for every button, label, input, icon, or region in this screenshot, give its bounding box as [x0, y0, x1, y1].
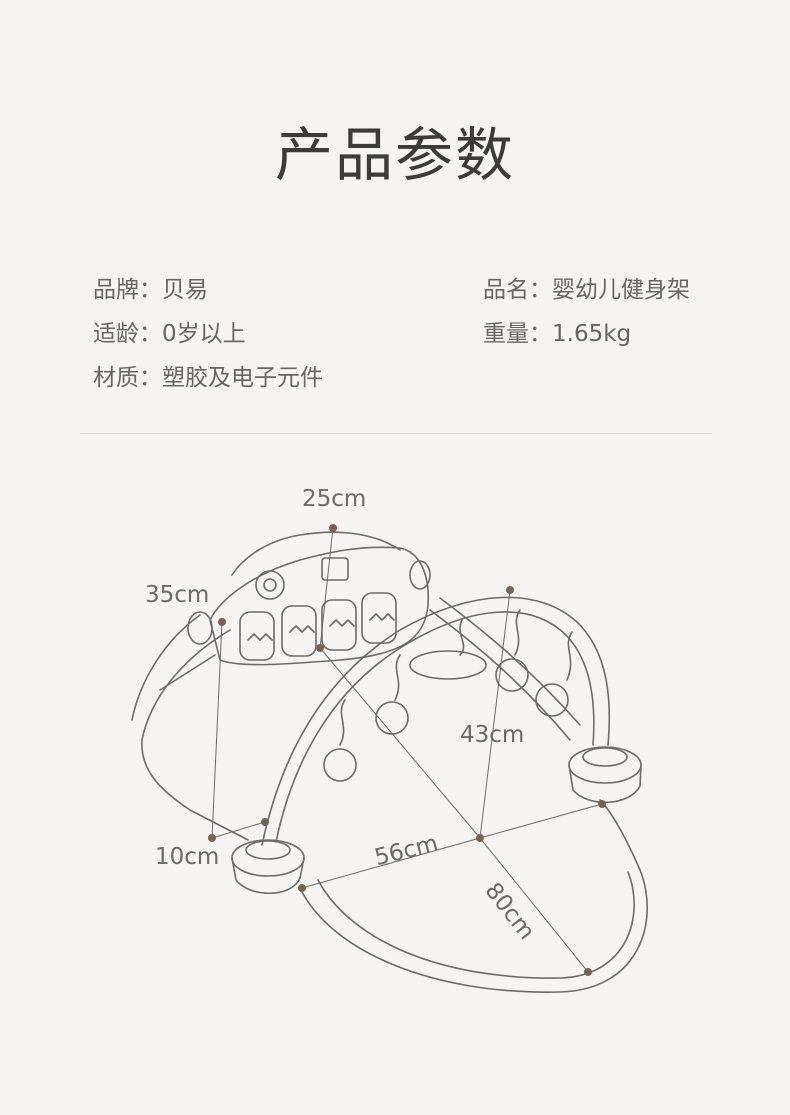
toy-3 [495, 658, 529, 692]
dimension-label-25: 25cm [302, 486, 367, 512]
dimension-label-43: 43cm [460, 722, 525, 748]
dim-dot [329, 524, 337, 532]
page-title: 产品参数 [274, 121, 515, 189]
toy-1 [323, 748, 357, 782]
dim-dot [584, 968, 592, 976]
spec-age: 适龄：0岁以上 [93, 321, 246, 347]
toy-4 [535, 683, 569, 717]
play-mat-edge [299, 799, 648, 993]
dim-dot [506, 586, 514, 594]
dim-dot [218, 618, 226, 626]
dimension-label-35: 35cm [145, 582, 210, 608]
dim-dot [261, 818, 269, 826]
dim-dot [298, 884, 306, 892]
dim-line-10 [211, 821, 266, 839]
spec-brand: 品牌：贝易 [93, 277, 208, 303]
dim-dot [476, 834, 484, 842]
spec-material: 材质：塑胶及电子元件 [93, 365, 323, 391]
spec-product-name: 品名：婴幼儿健身架 [483, 277, 690, 303]
toy-mirror [409, 650, 487, 680]
control-panel [209, 546, 430, 666]
dimension-label-10: 10cm [155, 844, 220, 870]
section-divider [80, 433, 712, 434]
spec-weight: 重量：1.65kg [483, 321, 632, 347]
left-leg [141, 629, 249, 841]
arch-outer [261, 596, 611, 846]
dim-line-80 [319, 647, 589, 973]
dim-line-56 [301, 803, 603, 889]
left-foot [231, 839, 305, 877]
toy-2 [375, 701, 409, 735]
dim-line-35 [211, 621, 223, 839]
right-foot [568, 746, 642, 784]
dim-dot [208, 834, 216, 842]
dim-dot [316, 644, 324, 652]
dim-dot [598, 800, 606, 808]
dim-line-25 [319, 527, 334, 649]
dim-line-43 [479, 589, 511, 839]
